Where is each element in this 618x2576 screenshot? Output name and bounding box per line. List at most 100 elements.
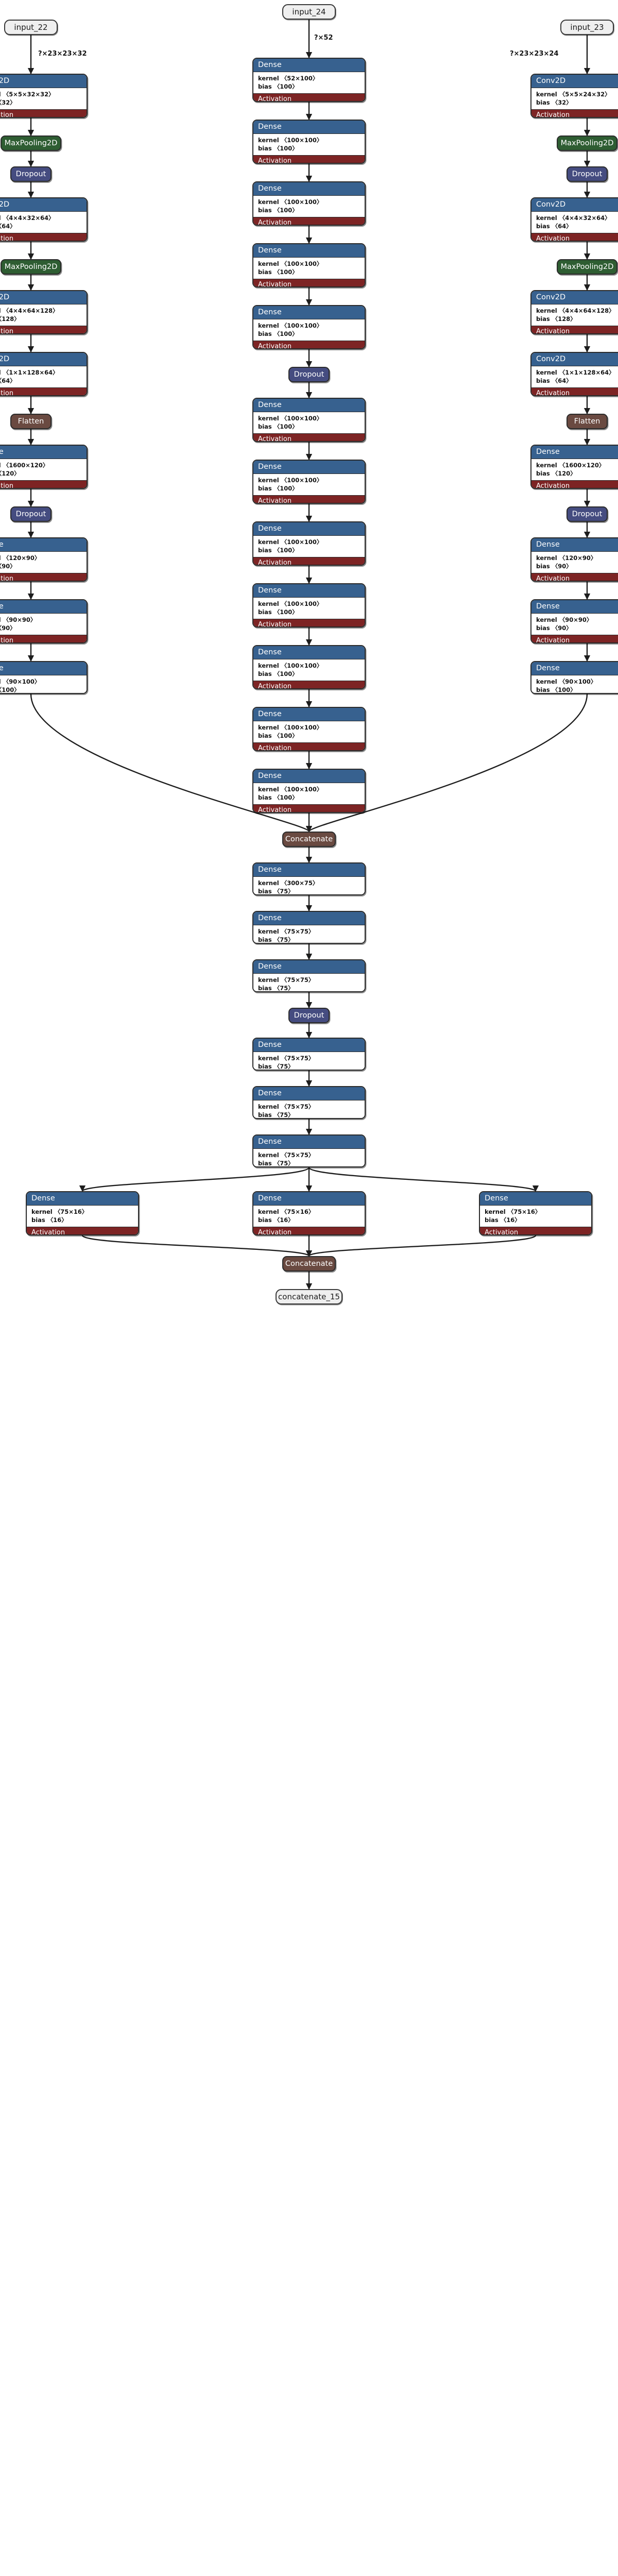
layer-type-label: Flatten (18, 417, 44, 426)
layer-type-label: Dense (253, 461, 365, 474)
layer-params: kernel 〈90×90〉bias 〈90〉 (531, 614, 618, 635)
concatenate-layer[interactable]: Concatenate (282, 832, 336, 847)
layer-params: kernel 〈100×100〉bias 〈100〉 (253, 258, 365, 279)
layer-type-label: Conv2D (531, 353, 618, 367)
layer-params: kernel 〈4×4×32×64〉bias 〈64〉 (531, 212, 618, 233)
kernel-shape: kernel 〈100×100〉 (258, 724, 323, 732)
layer-params: kernel 〈5×5×32×32〉bias 〈32〉 (0, 88, 87, 109)
activation-row: Activation (0, 634, 87, 642)
dropout-layer[interactable]: Dropout (288, 367, 330, 382)
input-node-concatenate_15[interactable]: concatenate_15 (276, 1289, 342, 1304)
layer-type-label: Dense (253, 584, 365, 598)
layer-params: kernel 〈75×75〉bias 〈75〉 (253, 1100, 365, 1119)
layer-params: kernel 〈5×5×24×32〉bias 〈32〉 (531, 88, 618, 109)
layer-params: kernel 〈75×75〉bias 〈75〉 (253, 1149, 365, 1166)
bias-shape: bias 〈64〉 (536, 223, 572, 230)
flatten-layer[interactable]: Flatten (566, 414, 608, 429)
layer-params: kernel 〈90×100〉bias 〈100〉 (0, 675, 87, 693)
layer-type-label: Dropout (15, 510, 46, 518)
layer-type-label: Dense (253, 708, 365, 722)
layer-params: kernel 〈300×75〉bias 〈75〉 (253, 877, 365, 894)
layer-type-label: Dense (253, 770, 365, 784)
layer-params: kernel 〈90×100〉bias 〈100〉 (531, 675, 618, 693)
layer-params: kernel 〈1600×120〉bias 〈120〉 (0, 459, 87, 480)
bias-shape: bias 〈90〉 (536, 563, 572, 570)
maxpooling2d-layer[interactable]: MaxPooling2D (557, 135, 617, 151)
dropout-layer[interactable]: Dropout (566, 166, 608, 182)
input-node-label: input_22 (14, 23, 48, 32)
layer-params: kernel 〈100×100〉bias 〈100〉 (253, 536, 365, 557)
maxpooling2d-layer[interactable]: MaxPooling2D (1, 135, 61, 151)
layer-type-label: Dense (253, 1192, 365, 1206)
activation-row: Activation (253, 216, 365, 225)
edge (306, 1234, 537, 1257)
layer-type-label: Dense (253, 59, 365, 73)
input-node-input_24[interactable]: input_24 (282, 4, 336, 20)
kernel-shape: kernel 〈75×75〉 (258, 1103, 315, 1111)
layer-type-label: Conv2D (0, 353, 87, 367)
layer-type-label: Conv2D (0, 198, 87, 212)
kernel-shape: kernel 〈75×16〉 (485, 1208, 541, 1216)
concatenate-layer[interactable]: Concatenate (282, 1256, 336, 1272)
bias-shape: bias 〈32〉 (0, 99, 16, 107)
layer-params: kernel 〈75×75〉bias 〈75〉 (253, 925, 365, 943)
dropout-layer[interactable]: Dropout (10, 166, 52, 182)
kernel-shape: kernel 〈90×90〉 (0, 616, 37, 624)
maxpooling2d-layer[interactable]: MaxPooling2D (1, 259, 61, 275)
input-node-input_23[interactable]: input_23 (560, 20, 614, 35)
bias-shape: bias 〈75〉 (258, 1111, 294, 1119)
layer-type-label: Dropout (15, 170, 46, 178)
kernel-shape: kernel 〈100×100〉 (258, 322, 323, 330)
input-node-input_22[interactable]: input_22 (4, 20, 58, 35)
dropout-layer[interactable]: Dropout (10, 506, 52, 522)
layer-type-label: Dense (253, 182, 365, 196)
layer-type-label: Dense (253, 399, 365, 413)
activation-row: Activation (253, 340, 365, 348)
flatten-layer[interactable]: Flatten (10, 414, 52, 429)
dropout-layer[interactable]: Dropout (566, 506, 608, 522)
maxpooling2d-layer[interactable]: MaxPooling2D (557, 259, 617, 275)
activation-row: Activation (531, 480, 618, 488)
layer-type-label: MaxPooling2D (4, 139, 58, 147)
activation-row: Activation (531, 232, 618, 241)
dropout-layer[interactable]: Dropout (288, 1008, 330, 1023)
